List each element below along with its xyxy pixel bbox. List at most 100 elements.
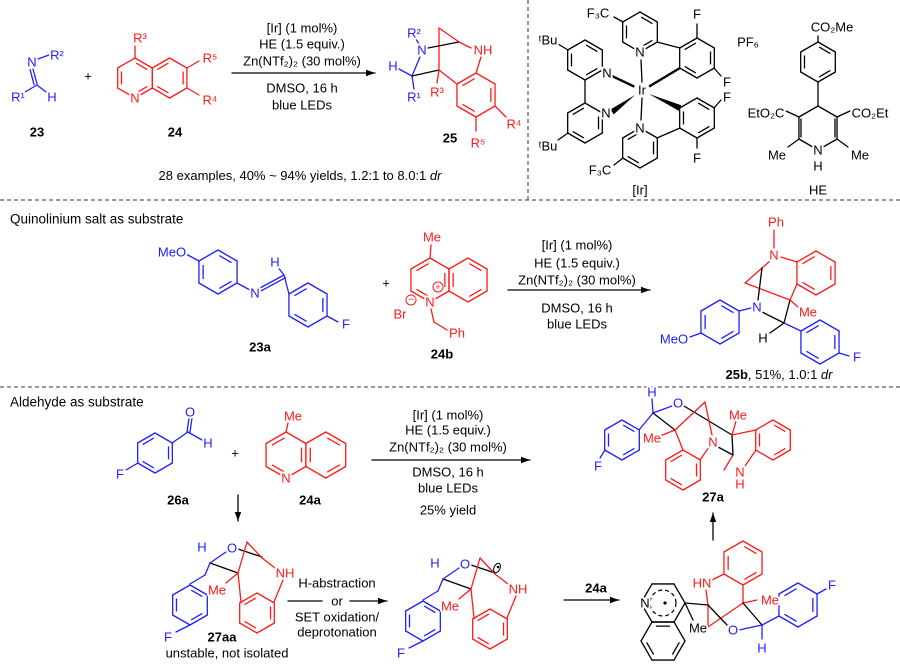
bond <box>261 557 276 569</box>
bond <box>731 429 757 436</box>
bond <box>659 429 676 437</box>
bond <box>422 590 439 601</box>
bond <box>429 290 450 303</box>
bond <box>652 405 673 414</box>
bond <box>489 608 508 620</box>
bond <box>567 102 586 114</box>
atom-label: MeO <box>158 245 186 260</box>
bond <box>798 105 819 118</box>
atom-label: N <box>708 435 717 450</box>
bond <box>800 41 819 53</box>
condition-line: [Ir] (1 mol%) <box>413 408 484 423</box>
bond <box>773 448 786 456</box>
bond <box>326 315 339 323</box>
atom-label: NH <box>474 43 493 58</box>
atom-label: Ph <box>449 326 465 341</box>
bond <box>470 564 496 574</box>
condition-line: HE (1.5 equiv.) <box>405 423 491 438</box>
bond <box>271 437 285 446</box>
bond <box>135 86 148 94</box>
bond <box>744 546 757 555</box>
atom-label: H <box>757 641 766 656</box>
bond <box>260 276 287 292</box>
bond <box>467 290 488 303</box>
atom-label: O <box>728 623 738 638</box>
atom-label: F <box>723 75 731 90</box>
bond <box>639 127 658 139</box>
bond <box>621 449 640 461</box>
atom-label: O <box>185 405 195 420</box>
bond <box>639 11 658 23</box>
bond <box>769 322 785 334</box>
bond <box>772 449 791 461</box>
bond <box>462 78 475 87</box>
wedge-bond <box>649 94 682 111</box>
bond <box>648 66 682 88</box>
bond <box>135 62 148 70</box>
bond <box>704 401 713 436</box>
bond <box>679 67 698 79</box>
product-caption: 25b, 51%, 1.0:1 dr <box>726 367 834 382</box>
condition-line: Zn(NTf₂)₂ (30 mol%) <box>518 273 636 288</box>
atom-label: Me <box>423 230 441 245</box>
positive-charge-icon <box>432 281 444 293</box>
atom-label: R² <box>50 48 64 63</box>
plus-sign: + <box>382 276 390 291</box>
section-title: Quinolinium salt as substrate <box>10 212 183 227</box>
atom-label: F <box>693 151 701 166</box>
separators <box>0 0 900 388</box>
bond <box>32 68 38 85</box>
radical-orbital-icon <box>493 562 501 574</box>
bond <box>433 321 448 331</box>
bond <box>438 27 460 43</box>
condition-line: HE (1.5 equiv.) <box>534 256 620 271</box>
bond <box>802 256 815 265</box>
bond <box>682 449 701 461</box>
bond <box>744 282 791 301</box>
reaction-arrow <box>610 596 619 604</box>
plus-sign-3: + <box>229 444 241 463</box>
bond <box>567 69 586 81</box>
bond <box>665 449 684 461</box>
bond <box>700 332 721 345</box>
bond <box>679 37 698 49</box>
bond <box>584 69 603 81</box>
bond <box>477 637 490 645</box>
atom-label: Me <box>643 431 661 446</box>
bond <box>640 602 653 623</box>
bond <box>462 103 475 112</box>
bond <box>219 255 232 264</box>
atom-label: H <box>735 477 744 492</box>
atom-label: O <box>460 557 470 572</box>
bond <box>467 257 488 270</box>
bond <box>789 283 798 301</box>
bond <box>699 446 710 461</box>
bond <box>584 39 603 51</box>
bond <box>719 299 740 312</box>
wedge-bond <box>610 95 635 115</box>
bond <box>585 44 598 52</box>
bond <box>190 613 203 621</box>
bond <box>172 614 191 626</box>
atom-label: NH <box>276 566 295 581</box>
bond <box>237 541 248 574</box>
bond <box>154 432 173 444</box>
bond <box>398 68 413 77</box>
bond <box>838 352 850 357</box>
bond <box>696 127 715 139</box>
bond <box>154 462 173 474</box>
compound-label: 27a <box>702 490 724 505</box>
atom-label: ᵗBu <box>539 139 558 154</box>
atom-label: F <box>723 90 731 105</box>
bond <box>671 642 680 655</box>
atom-label: NH <box>509 582 528 597</box>
bond <box>225 572 239 584</box>
bond <box>787 138 800 148</box>
bond <box>186 60 200 69</box>
atom-label: F <box>116 467 124 482</box>
bond <box>796 283 817 296</box>
atom-label: Me <box>768 148 786 163</box>
bond <box>410 257 431 270</box>
